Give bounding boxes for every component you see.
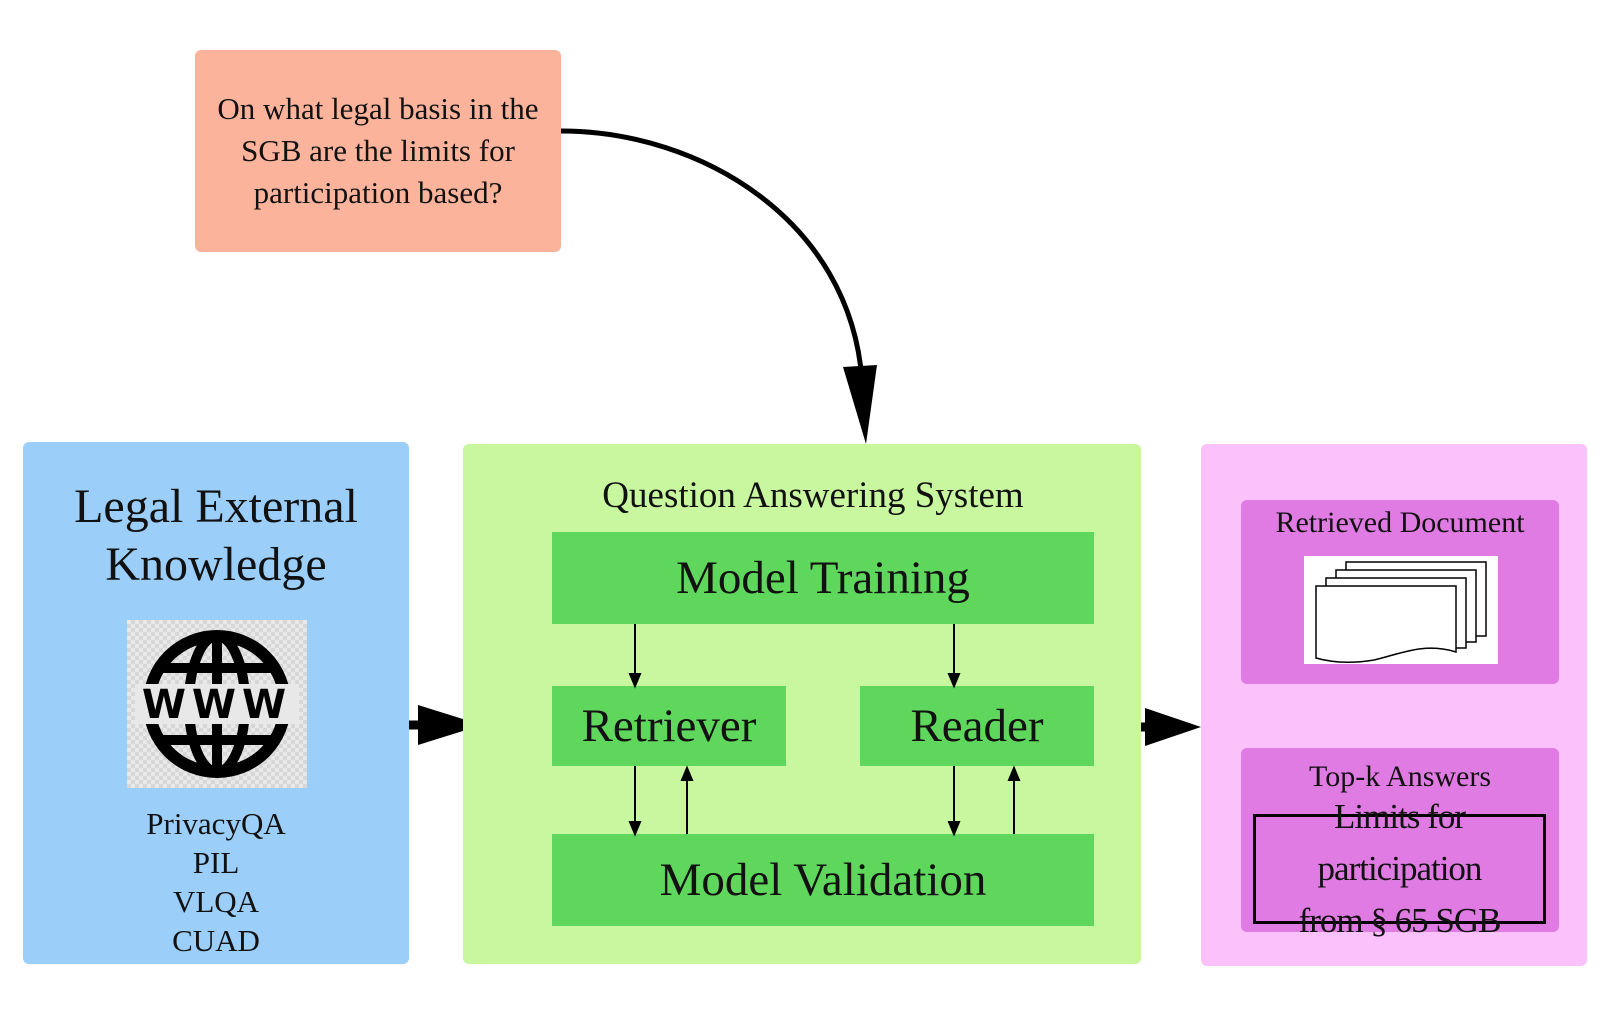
dataset-item: PIL [192, 845, 240, 880]
retrieved-document-title: Retrieved Document [1275, 506, 1525, 539]
document-stack-icon [1304, 556, 1498, 664]
dataset-item: VLQA [172, 884, 260, 919]
dataset-list: PrivacyQA PIL VLQA CUAD [23, 804, 409, 960]
qa-internal-arrows [628, 624, 1021, 837]
retriever-box: Retriever [552, 686, 786, 766]
question-to-qa-arrowhead [843, 365, 877, 444]
question-box: On what legal basis in the SGB are the l… [195, 50, 561, 252]
question-to-qa-arrow [560, 128, 865, 381]
knowledge-to-qa-arrowhead [418, 705, 482, 745]
qa-to-output-arrowhead [1145, 708, 1201, 746]
model-validation-label: Model Validation [659, 854, 987, 906]
dataset-item: CUAD [172, 923, 260, 958]
knowledge-title-line2: Knowledge [105, 538, 327, 591]
answer-line1: Limits for participation [1317, 797, 1483, 888]
retriever-label: Retriever [581, 700, 757, 752]
model-training-box: Model Training [552, 532, 1094, 624]
model-training-label: Model Training [676, 552, 970, 604]
www-globe-icon: WWW [127, 620, 307, 788]
knowledge-title-line1: Legal External [74, 480, 358, 533]
answer-box: Limits for participation from § 65 SGB [1253, 797, 1546, 940]
legal-external-knowledge-panel: Legal External Knowledge WWW PrivacyQA P… [23, 442, 409, 964]
dataset-item: PrivacyQA [146, 806, 286, 841]
question-text: On what legal basis in the SGB are the l… [217, 91, 539, 210]
retrieved-document-panel: Retrieved Document [1241, 500, 1559, 684]
reader-box: Reader [860, 686, 1094, 766]
www-logo-text: WWW [142, 682, 292, 728]
qa-system-title: Question Answering System [602, 475, 1024, 516]
model-validation-box: Model Validation [552, 834, 1094, 926]
top-k-answers-panel: Top-k Answers Limits for participation f… [1241, 748, 1559, 940]
reader-label: Reader [910, 700, 1044, 752]
top-k-answers-title: Top-k Answers [1308, 760, 1492, 793]
question-answering-system-panel: Question Answering System Model Training… [463, 444, 1141, 964]
output-panel: Retrieved Document Top-k Answers Limits … [1201, 444, 1587, 966]
knowledge-title: Legal External Knowledge [23, 478, 409, 594]
answer-line2: from § 65 SGB [1298, 901, 1502, 940]
